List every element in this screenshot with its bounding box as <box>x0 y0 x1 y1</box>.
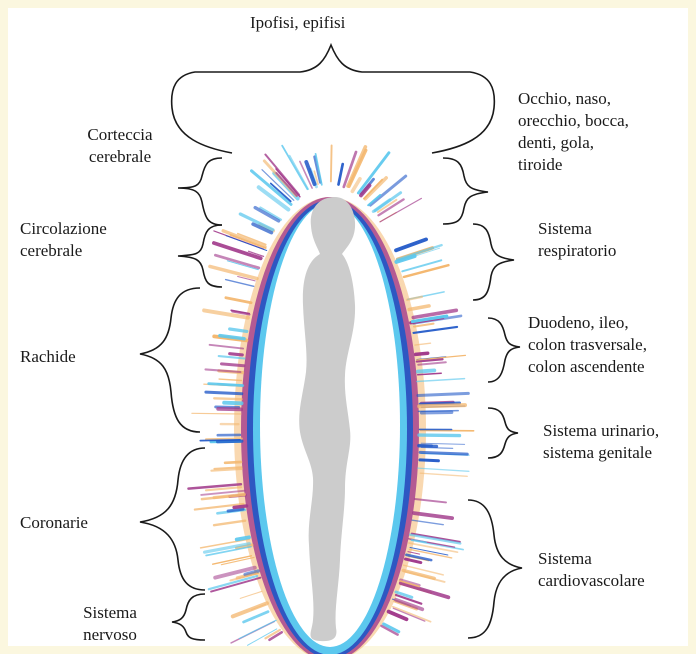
label-ipofisi-epifisi: Ipofisi, epifisi <box>250 12 345 34</box>
aura-spike <box>416 353 428 354</box>
aura-spike <box>213 556 252 564</box>
aura-spike <box>192 413 241 414</box>
top-brace <box>172 45 495 153</box>
aura-spike <box>206 392 242 394</box>
aura-spike <box>306 162 314 184</box>
aura-spike <box>396 239 426 250</box>
aura-spike <box>226 280 254 287</box>
aura-spike <box>214 398 241 399</box>
aura-spike <box>420 473 467 476</box>
aura-spike <box>417 379 465 382</box>
aura-spike <box>352 179 360 192</box>
label-circolazione-cerebrale: Circolazione cerebrale <box>20 218 107 262</box>
label-occhio-naso: Occhio, naso, orecchio, bocca, denti, go… <box>518 88 629 176</box>
label-sistema-cardiovascolare: Sistema cardiovascolare <box>538 548 645 592</box>
aura-spike <box>223 231 265 247</box>
aura-spike <box>222 364 244 366</box>
aura-spike <box>419 405 465 406</box>
aura-spike <box>414 513 452 518</box>
aura-spike <box>225 462 241 463</box>
aura-spike <box>409 306 429 310</box>
aura-spike <box>419 435 460 436</box>
aura-spike <box>276 169 300 197</box>
brace-cardio <box>468 500 522 638</box>
aura-spike <box>200 440 240 441</box>
aura-spike <box>418 468 469 471</box>
aura-spike <box>422 412 452 413</box>
aura-spike <box>244 612 268 622</box>
aura-spike <box>226 298 251 303</box>
label-sistema-respiratorio: Sistema respiratorio <box>538 218 616 262</box>
aura-spike <box>230 354 243 355</box>
aura-spike <box>414 327 458 333</box>
aura-spike <box>418 362 446 364</box>
aura-spike <box>339 164 343 184</box>
brace-duodeno <box>488 318 520 382</box>
aura-spike <box>420 452 467 454</box>
aura-spike <box>224 403 242 404</box>
aura-spike <box>404 265 448 277</box>
aura-spike <box>237 537 249 539</box>
brace-nervoso <box>172 594 205 640</box>
aura-spike <box>206 369 241 372</box>
aura-spike <box>218 409 241 410</box>
aura-spike <box>234 506 247 508</box>
aura-spike <box>214 521 245 526</box>
brace-occhio <box>443 158 488 224</box>
aura-spike <box>228 509 243 511</box>
aura-spike <box>218 441 242 442</box>
aura-spike <box>418 370 434 371</box>
aura-spike <box>210 266 257 278</box>
aura-spike <box>418 393 468 395</box>
aura-spike <box>399 248 440 261</box>
brace-coronarie <box>140 448 205 590</box>
aura-spike <box>209 384 243 386</box>
aura-spike <box>240 591 262 598</box>
aura-spike <box>419 446 437 447</box>
label-duodeno-ileo: Duodeno, ileo, colon trasversale, colon … <box>528 312 647 378</box>
aura-spike <box>255 208 278 221</box>
label-corteccia-cerebrale: Corteccia cerebrale <box>75 124 165 168</box>
aura-spike <box>421 447 452 448</box>
label-sistema-nervoso: Sistema nervoso <box>75 602 145 646</box>
brace-respiratorio <box>473 224 514 300</box>
label-coronarie: Coronarie <box>20 512 88 534</box>
brace-urinario <box>488 408 518 458</box>
label-sistema-urinario: Sistema urinario, sistema genitale <box>543 420 659 464</box>
brace-corteccia <box>178 158 222 225</box>
aura-spike <box>210 345 244 349</box>
brace-rachide <box>140 288 200 432</box>
aura-spike <box>407 297 422 300</box>
label-rachide: Rachide <box>20 346 76 368</box>
aura-spike <box>420 460 438 461</box>
aura-spike <box>331 145 332 181</box>
